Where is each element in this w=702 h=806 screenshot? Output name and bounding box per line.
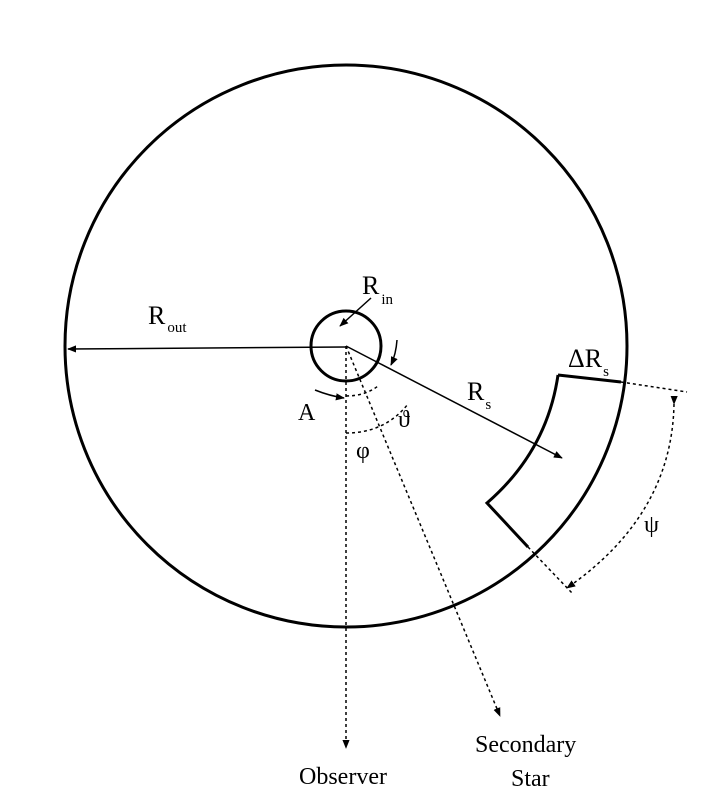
a-label: A (298, 400, 316, 426)
observer-label: Observer (299, 764, 387, 790)
r-in-arrow (339, 297, 372, 327)
rotation-arrow (390, 339, 398, 366)
inner-disk-circle (309, 309, 383, 383)
theta-label: ϑ (398, 407, 410, 433)
psi-radial-line-top (620, 381, 688, 393)
delta-r-s-label: ΔRs (568, 344, 609, 380)
a-angle-arrow (314, 389, 345, 401)
secondary-star-label-line1: Secondary (475, 732, 576, 758)
a-angle-arc (345, 385, 379, 397)
psi-label: ψ (644, 512, 659, 538)
phi-label: φ (356, 438, 370, 464)
r-s-label: Rs (467, 377, 491, 413)
phi-angle-arc (345, 403, 409, 434)
psi-radial-line-bottom (527, 546, 573, 594)
secondary-star-direction-line (345, 345, 501, 717)
r-s-arrow (345, 345, 563, 459)
secondary-star-label-line2: Star (511, 766, 550, 792)
hot-spot-region (484, 373, 622, 549)
outer-disk-circle (63, 63, 629, 629)
r-out-arrow (67, 345, 347, 353)
